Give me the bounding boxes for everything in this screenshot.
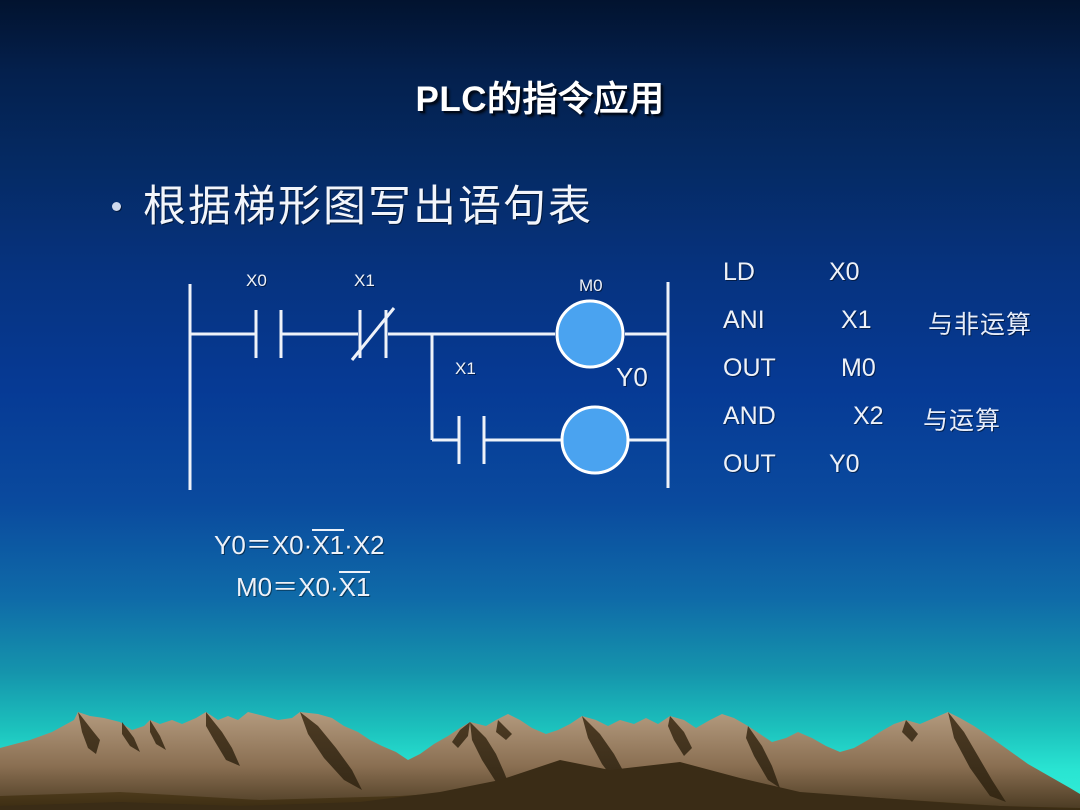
instruction-operand: Y0 bbox=[829, 450, 860, 478]
instruction-note: 与非运算 bbox=[928, 310, 1033, 339]
instruction-note: 与运算 bbox=[923, 406, 1002, 435]
equation-term-negated: X1 bbox=[338, 571, 371, 602]
instruction-row: OUT Y0 bbox=[723, 450, 1073, 498]
ladder-diagram-svg bbox=[188, 282, 670, 490]
page-title: PLC的指令应用 bbox=[415, 80, 665, 119]
equation-y0: Y0＝X0·X1·X2 bbox=[214, 524, 385, 566]
coil-y0 bbox=[560, 405, 630, 475]
instruction-operand: M0 bbox=[841, 354, 876, 382]
instruction-row: AND X2 与运算 bbox=[723, 402, 1073, 450]
bullet-line: 根据梯形图写出语句表 bbox=[112, 172, 593, 234]
instruction-row: OUT M0 bbox=[723, 354, 1073, 402]
equation-term-1: X0· bbox=[271, 530, 313, 560]
equation-m0: M0＝X0·X1 bbox=[214, 566, 385, 608]
equation-equals: ＝ bbox=[272, 572, 299, 602]
equation-equals: ＝ bbox=[245, 530, 272, 560]
coil-m0 bbox=[555, 299, 625, 369]
instruction-opcode: OUT bbox=[723, 354, 776, 382]
ladder-diagram: X0 X1 X1 M0 Y0 bbox=[170, 271, 690, 507]
instruction-row: ANI X1 与非运算 bbox=[723, 306, 1073, 354]
instruction-opcode: LD bbox=[723, 258, 755, 286]
instruction-row: LD X0 bbox=[723, 258, 1073, 306]
equation-lhs: Y0 bbox=[214, 530, 246, 560]
bullet-dot-icon bbox=[112, 201, 121, 211]
coil-label-m0: M0 bbox=[579, 276, 603, 295]
equation-term-negated: X1 bbox=[312, 529, 345, 560]
instruction-operand: X1 bbox=[841, 306, 872, 334]
instruction-list: LD X0 ANI X1 与非运算 OUT M0 AND X2 与运算 OUT … bbox=[723, 258, 1073, 498]
contact-label-x1-branch: X1 bbox=[455, 359, 476, 378]
instruction-operand: X2 bbox=[853, 402, 884, 430]
equation-term-1: X0· bbox=[298, 572, 339, 602]
equation-term-3: ·X2 bbox=[344, 530, 385, 560]
boolean-equations: Y0＝X0·X1·X2 M0＝X0·X1 bbox=[214, 524, 385, 608]
contact-label-x0: X0 bbox=[246, 271, 267, 290]
equation-lhs: M0 bbox=[236, 572, 273, 602]
instruction-opcode: OUT bbox=[723, 450, 776, 478]
instruction-operand: X0 bbox=[829, 258, 860, 286]
bullet-text: 根据梯形图写出语句表 bbox=[143, 182, 593, 232]
instruction-opcode: ANI bbox=[723, 306, 765, 334]
coil-label-y0: Y0 bbox=[616, 362, 648, 392]
mountain-range-graphic bbox=[0, 712, 1080, 810]
instruction-opcode: AND bbox=[723, 402, 776, 430]
contact-label-x1-nc: X1 bbox=[354, 271, 375, 290]
contact-x1-nc-slash bbox=[350, 307, 396, 361]
